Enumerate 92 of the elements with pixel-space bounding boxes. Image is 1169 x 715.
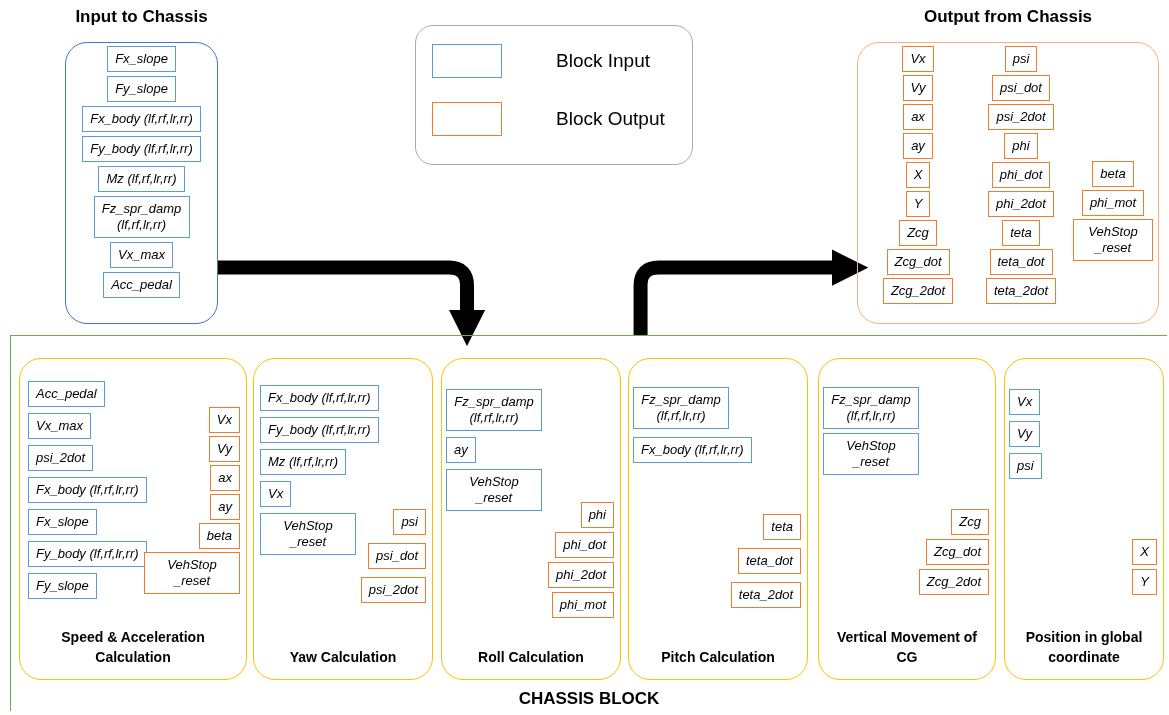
output-signal-box: beta — [198, 523, 240, 549]
output-signal-box: teta_dot — [989, 249, 1053, 275]
input-signal-box: Vy — [1009, 421, 1040, 447]
input-signal-box: Fx_body (lf,rf,lr,rr) — [260, 385, 379, 411]
input-signal-box: Fy_slope — [107, 76, 176, 102]
panel-title: Speed & Acceleration Calculation — [60, 628, 206, 667]
input-signal-box: Fz_spr_damp (lf,rf,lr,rr) — [823, 387, 919, 429]
output-signal-box: teta_2dot — [985, 278, 1057, 304]
panel-title: CHASSIS BLOCK — [518, 689, 660, 709]
output-signal-box: ax — [210, 465, 240, 491]
legend-label: Block Output — [556, 108, 665, 130]
input-signal-box: Acc_pedal — [28, 381, 105, 407]
panel-title: Output from Chassis — [923, 7, 1093, 27]
input-signal-box: Vx — [1009, 389, 1041, 415]
output-signal-box: Zcg_2dot — [882, 278, 954, 304]
output-signal-box: psi_dot — [992, 75, 1050, 101]
output-signal-box: Zcg — [951, 509, 989, 535]
output-signal-box: X — [1132, 539, 1157, 565]
panel-title: Vertical Movement of CG — [835, 628, 978, 667]
input-signal-box: Vx_max — [28, 413, 91, 439]
output-signal-box: phi_dot — [555, 532, 614, 558]
input-signal-box: Mz (lf,rf,lr,rr) — [260, 449, 347, 475]
input-signal-box: VehStop _reset — [823, 433, 919, 475]
output-signal-box: psi_dot — [368, 543, 426, 569]
calculation-panel — [1004, 358, 1164, 680]
input-signal-box: Fy_body (lf,rf,lr,rr) — [260, 417, 379, 443]
output-signal-box: Vy — [902, 75, 934, 101]
output-signal-box: VehStop _reset — [1073, 219, 1153, 261]
output-signal-box: teta_2dot — [730, 582, 801, 608]
input-signal-box: psi — [1009, 453, 1042, 479]
input-signal-box: Fy_body (lf,rf,lr,rr) — [28, 541, 147, 567]
panel-title: Roll Calculation — [477, 648, 585, 667]
input-signal-box: Fx_slope — [107, 46, 176, 72]
panel-title: Pitch Calculation — [660, 648, 776, 667]
output-signal-box: psi_2dot — [360, 577, 426, 603]
output-signal-box: phi_2dot — [548, 562, 614, 588]
output-signal-box: VehStop _reset — [144, 552, 240, 594]
output-signal-box: psi — [1004, 46, 1038, 72]
output-signal-box: Y — [1132, 569, 1157, 595]
calculation-panel — [628, 358, 808, 680]
panel-title: Input to Chassis — [75, 7, 208, 27]
output-signal-box: phi_dot — [991, 162, 1051, 188]
output-signal-box: Vx — [902, 46, 934, 72]
calculation-panel — [441, 358, 621, 680]
group-panel — [10, 335, 1167, 711]
input-signal-box: Fy_body (lf,rf,lr,rr) — [82, 136, 201, 162]
input-signal-box: Vx_max — [110, 242, 173, 268]
output-signal-box: ay — [210, 494, 240, 520]
output-signal-box: psi — [393, 509, 426, 535]
panel-title: Position in global coordinate — [1024, 628, 1144, 667]
output-signal-box: ay — [903, 133, 933, 159]
input-signal-box: VehStop _reset — [260, 513, 356, 555]
output-signal-box: phi_mot — [551, 592, 614, 618]
arrow — [633, 249, 869, 335]
output-signal-box: Vx — [208, 407, 240, 433]
calculation-panel — [253, 358, 433, 680]
panel-title: Yaw Calculation — [288, 648, 398, 667]
output-signal-box: teta — [763, 514, 801, 540]
output-signal-box: teta_dot — [738, 548, 801, 574]
output-signal-box: Zcg_dot — [886, 249, 950, 275]
output-signal-box: beta — [1092, 161, 1134, 187]
input-signal-box: ay — [446, 437, 476, 463]
output-signal-box: Zcg — [899, 220, 937, 246]
input-signal-box: Acc_pedal — [103, 272, 180, 298]
input-signal-box: Vx — [260, 481, 292, 507]
arrow — [218, 260, 486, 347]
output-signal-box: Zcg_dot — [926, 539, 989, 565]
output-signal-box: ax — [903, 104, 933, 130]
input-signal-box: Fx_body (lf,rf,lr,rr) — [633, 437, 752, 463]
output-signal-box: X — [905, 162, 931, 188]
output-signal-box: Y — [905, 191, 931, 217]
legend-label: Block Input — [556, 50, 650, 72]
calculation-panel — [818, 358, 996, 680]
calculation-panel — [19, 358, 247, 680]
input-signal-box: Fz_spr_damp (lf,rf,lr,rr) — [446, 389, 542, 431]
input-signal-box: Fz_spr_damp (lf,rf,lr,rr) — [93, 196, 190, 238]
input-signal-box: Fz_spr_damp (lf,rf,lr,rr) — [633, 387, 729, 429]
output-signal-box: psi_2dot — [988, 104, 1054, 130]
output-signal-box: Vy — [209, 436, 240, 462]
output-signal-box: teta — [1002, 220, 1040, 246]
output-signal-box: phi — [580, 502, 614, 528]
output-signal-box: Zcg_2dot — [918, 569, 989, 595]
input-signal-box: Fx_body (lf,rf,lr,rr) — [82, 106, 201, 132]
input-signal-box: Fx_slope — [28, 509, 97, 535]
output-signal-box: phi_mot — [1081, 190, 1145, 216]
input-signal-box: psi_2dot — [28, 445, 94, 471]
input-signal-box: VehStop _reset — [446, 469, 542, 511]
input-signal-box: Fx_body (lf,rf,lr,rr) — [28, 477, 147, 503]
output-signal-box: phi_2dot — [988, 191, 1054, 217]
input-signal-box: Fy_slope — [28, 573, 97, 599]
input-signal-box: Mz (lf,rf,lr,rr) — [98, 166, 185, 192]
output-signal-box: phi — [1004, 133, 1038, 159]
